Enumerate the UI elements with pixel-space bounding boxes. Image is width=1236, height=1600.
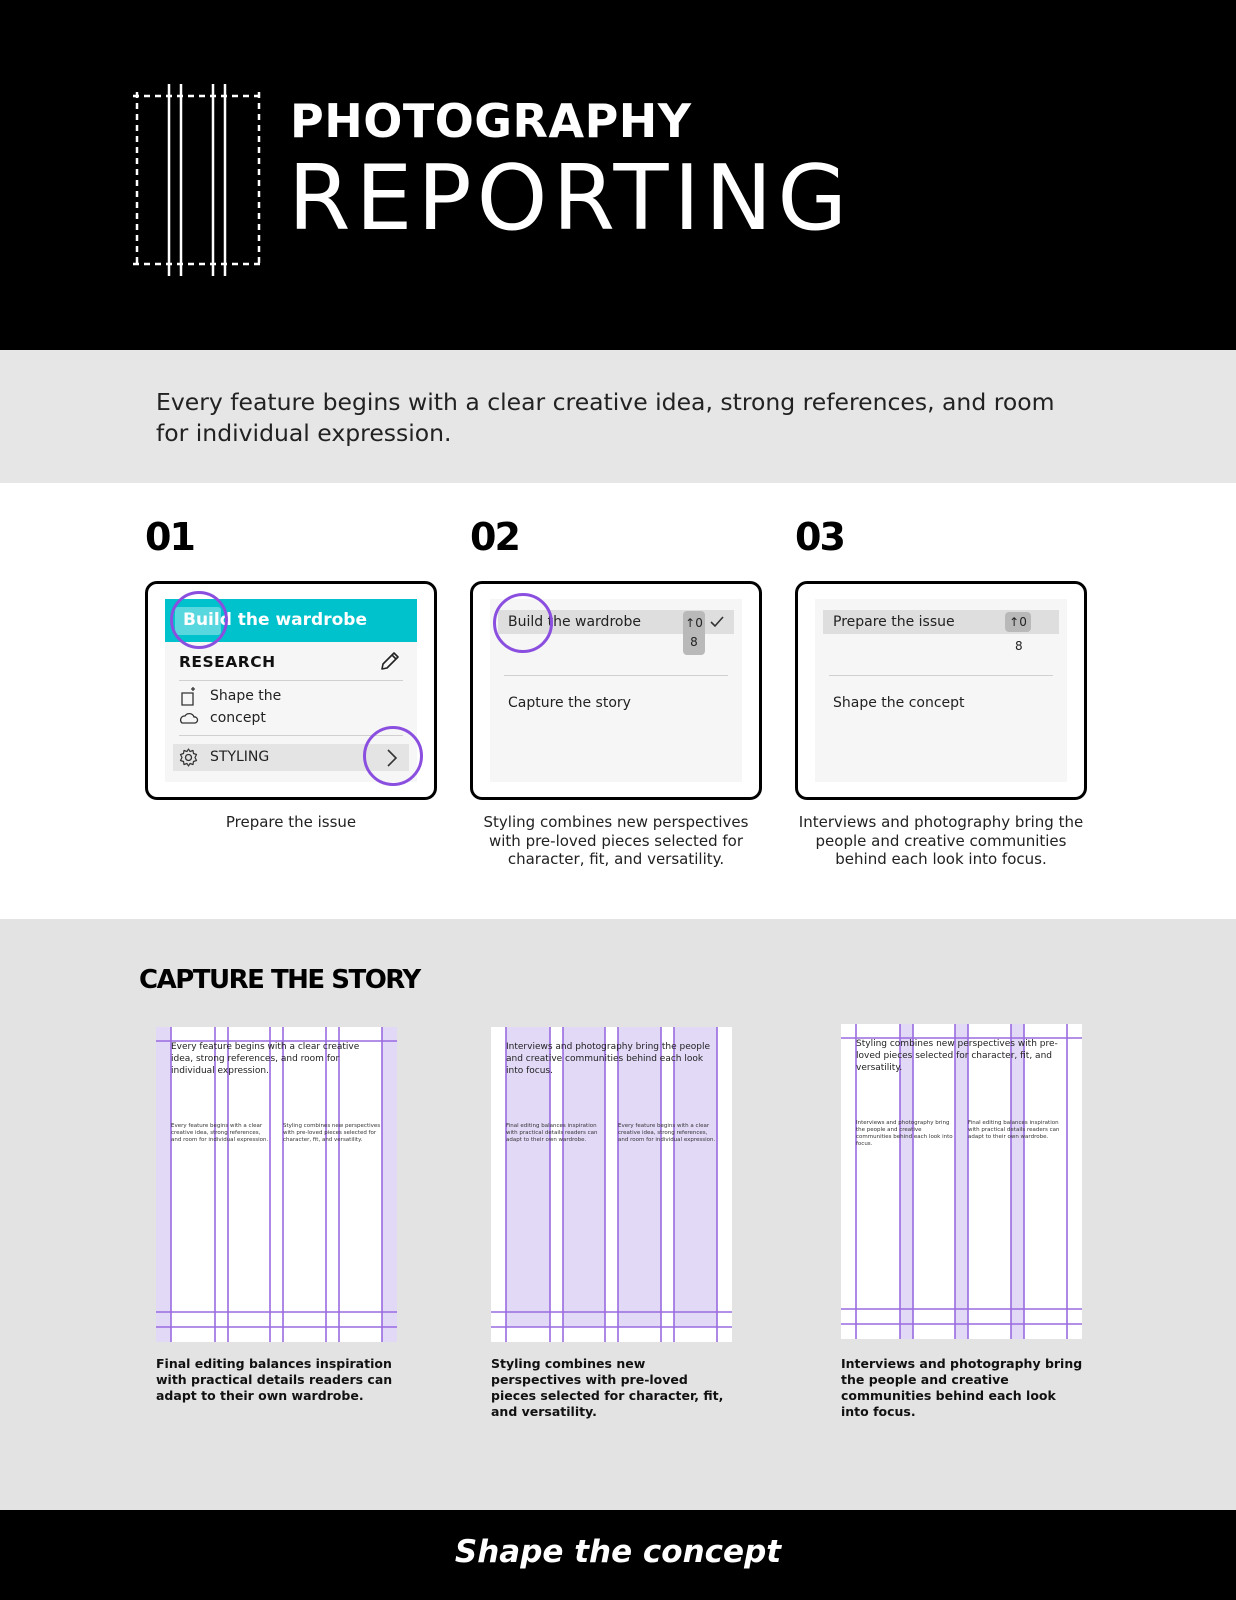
row-label[interactable]: Prepare the issue [833,614,955,630]
row-label[interactable]: Capture the story [508,695,631,711]
check-icon [710,616,724,628]
divider [829,675,1053,676]
menu-item-line2[interactable]: concept [210,710,266,726]
menu-item-line1[interactable]: Shape the [210,688,282,704]
thumb-column: Final editing balances inspiration with … [968,1120,1060,1140]
thumb-lead: Interviews and photography bring the peo… [506,1042,711,1076]
thumb-column: Final editing balances inspiration with … [506,1123,598,1143]
step-caption-2: Styling combines new perspectives with p… [483,813,749,868]
add-frame-icon [181,687,195,706]
step-caption-3: Interviews and photography bring the peo… [798,813,1084,868]
thumb-caption-1: Final editing balances inspiration with … [156,1356,393,1403]
layout-thumbnail-3[interactable]: Styling combines new perspectives with p… [841,1024,1082,1339]
grid-overlay [156,1027,397,1342]
thumb-caption-3: Interviews and photography bring the peo… [841,1356,1083,1419]
row-label[interactable]: Shape the concept [833,695,965,711]
styling-label: STYLING [210,749,270,765]
highlight-ring [493,593,553,653]
menu-panel: Prepare the issue ↑0 8 Shape the concept [815,599,1067,782]
thumb-lead: Every feature begins with a clear creati… [171,1042,360,1076]
layout-thumbnail-1[interactable]: Every feature begins with a clear creati… [156,1027,397,1342]
step-card-3: Prepare the issue ↑0 8 Shape the concept [795,581,1087,800]
step-number-3: 03 [795,515,846,559]
count-up: ↑0 [685,616,703,630]
capture-section: CAPTURE THE STORY Every feature begins w… [0,919,1236,1510]
divider [179,680,403,681]
count-badge: ↑0 8 [683,611,705,655]
count-badge: ↑0 [1005,612,1031,632]
intro-band: Every feature begins with a clear creati… [0,350,1236,483]
footer: Shape the concept [0,1510,1236,1600]
step-number-2: 02 [470,515,521,559]
thumb-caption-2: Styling combines new perspectives with p… [491,1356,724,1419]
header: PHOTOGRAPHY REPORTING [0,0,1236,350]
step-card-1: Build the wardrobe RESEARCH Shape the co… [145,581,437,800]
step-number-1: 01 [145,515,196,559]
thumb-lead: Styling combines new perspectives with p… [856,1039,1058,1073]
gear-icon [179,748,198,767]
step-card-2: Build the wardrobe ↑0 8 Capture the stor… [470,581,762,800]
thumb-column: Styling combines new perspectives with p… [283,1123,381,1143]
highlight-ring [363,726,423,786]
film-strip-icon [133,84,263,276]
divider [504,675,728,676]
grid-overlay [841,1024,1082,1339]
layout-thumbnail-2[interactable]: Interviews and photography bring the peo… [491,1027,732,1342]
thumb-column: Every feature begins with a clear creati… [618,1123,716,1143]
header-title: REPORTING [288,146,853,251]
section-title: CAPTURE THE STORY [139,965,421,995]
wardrobe-bar-label: Build the wardrobe [183,610,367,630]
thumb-column: Interviews and photography bring the peo… [856,1120,953,1147]
count-value: 8 [690,635,698,649]
research-heading: RESEARCH [179,653,276,671]
count-value: 8 [1015,639,1023,653]
pencil-icon[interactable] [379,650,401,672]
step-caption-1: Prepare the issue [225,813,357,831]
divider [179,735,403,736]
header-kicker: PHOTOGRAPHY [290,94,692,148]
highlight-ring [170,591,228,649]
footer-text: Shape the concept [454,1534,782,1570]
intro-text: Every feature begins with a clear creati… [156,388,1055,447]
thumb-column: Every feature begins with a clear creati… [171,1123,269,1143]
cloud-icon [180,712,199,724]
grid-overlay [491,1027,732,1342]
